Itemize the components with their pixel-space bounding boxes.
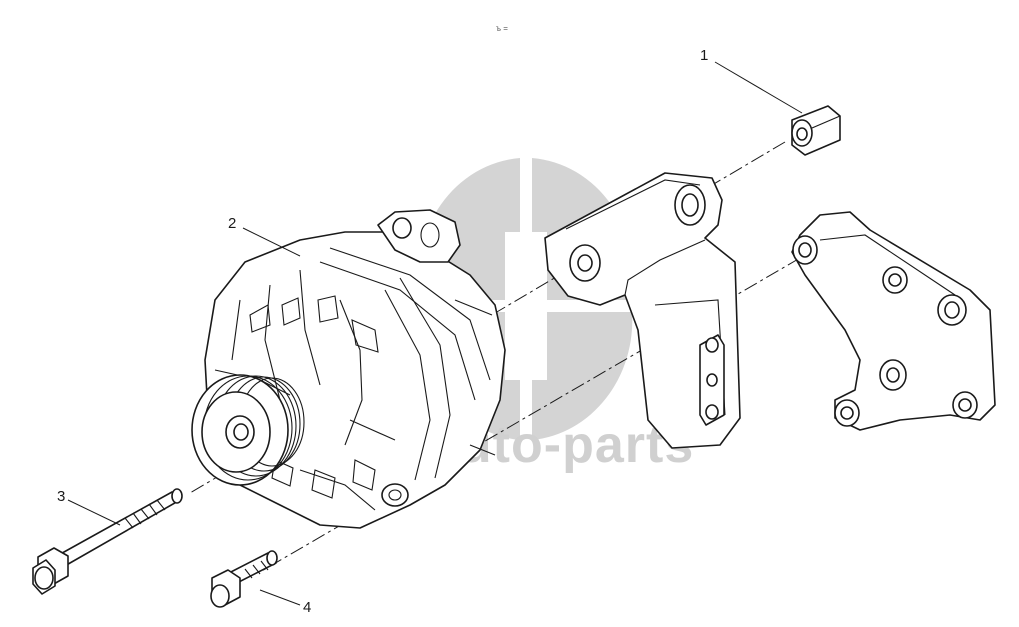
mounting-bracket [544,172,741,449]
short-bolt-part [210,550,278,608]
top-mark: ъ = [496,24,508,33]
spacer-bushing-part [791,105,841,156]
callout-leaders [67,61,803,606]
callout-4: 4 [303,599,311,616]
callout-2: 2 [228,215,236,232]
rear-support-plate [791,211,996,431]
long-bolt-part [32,488,183,595]
callout-3: 3 [57,488,65,505]
alternator-part [191,209,506,529]
callout-1: 1 [700,47,708,64]
